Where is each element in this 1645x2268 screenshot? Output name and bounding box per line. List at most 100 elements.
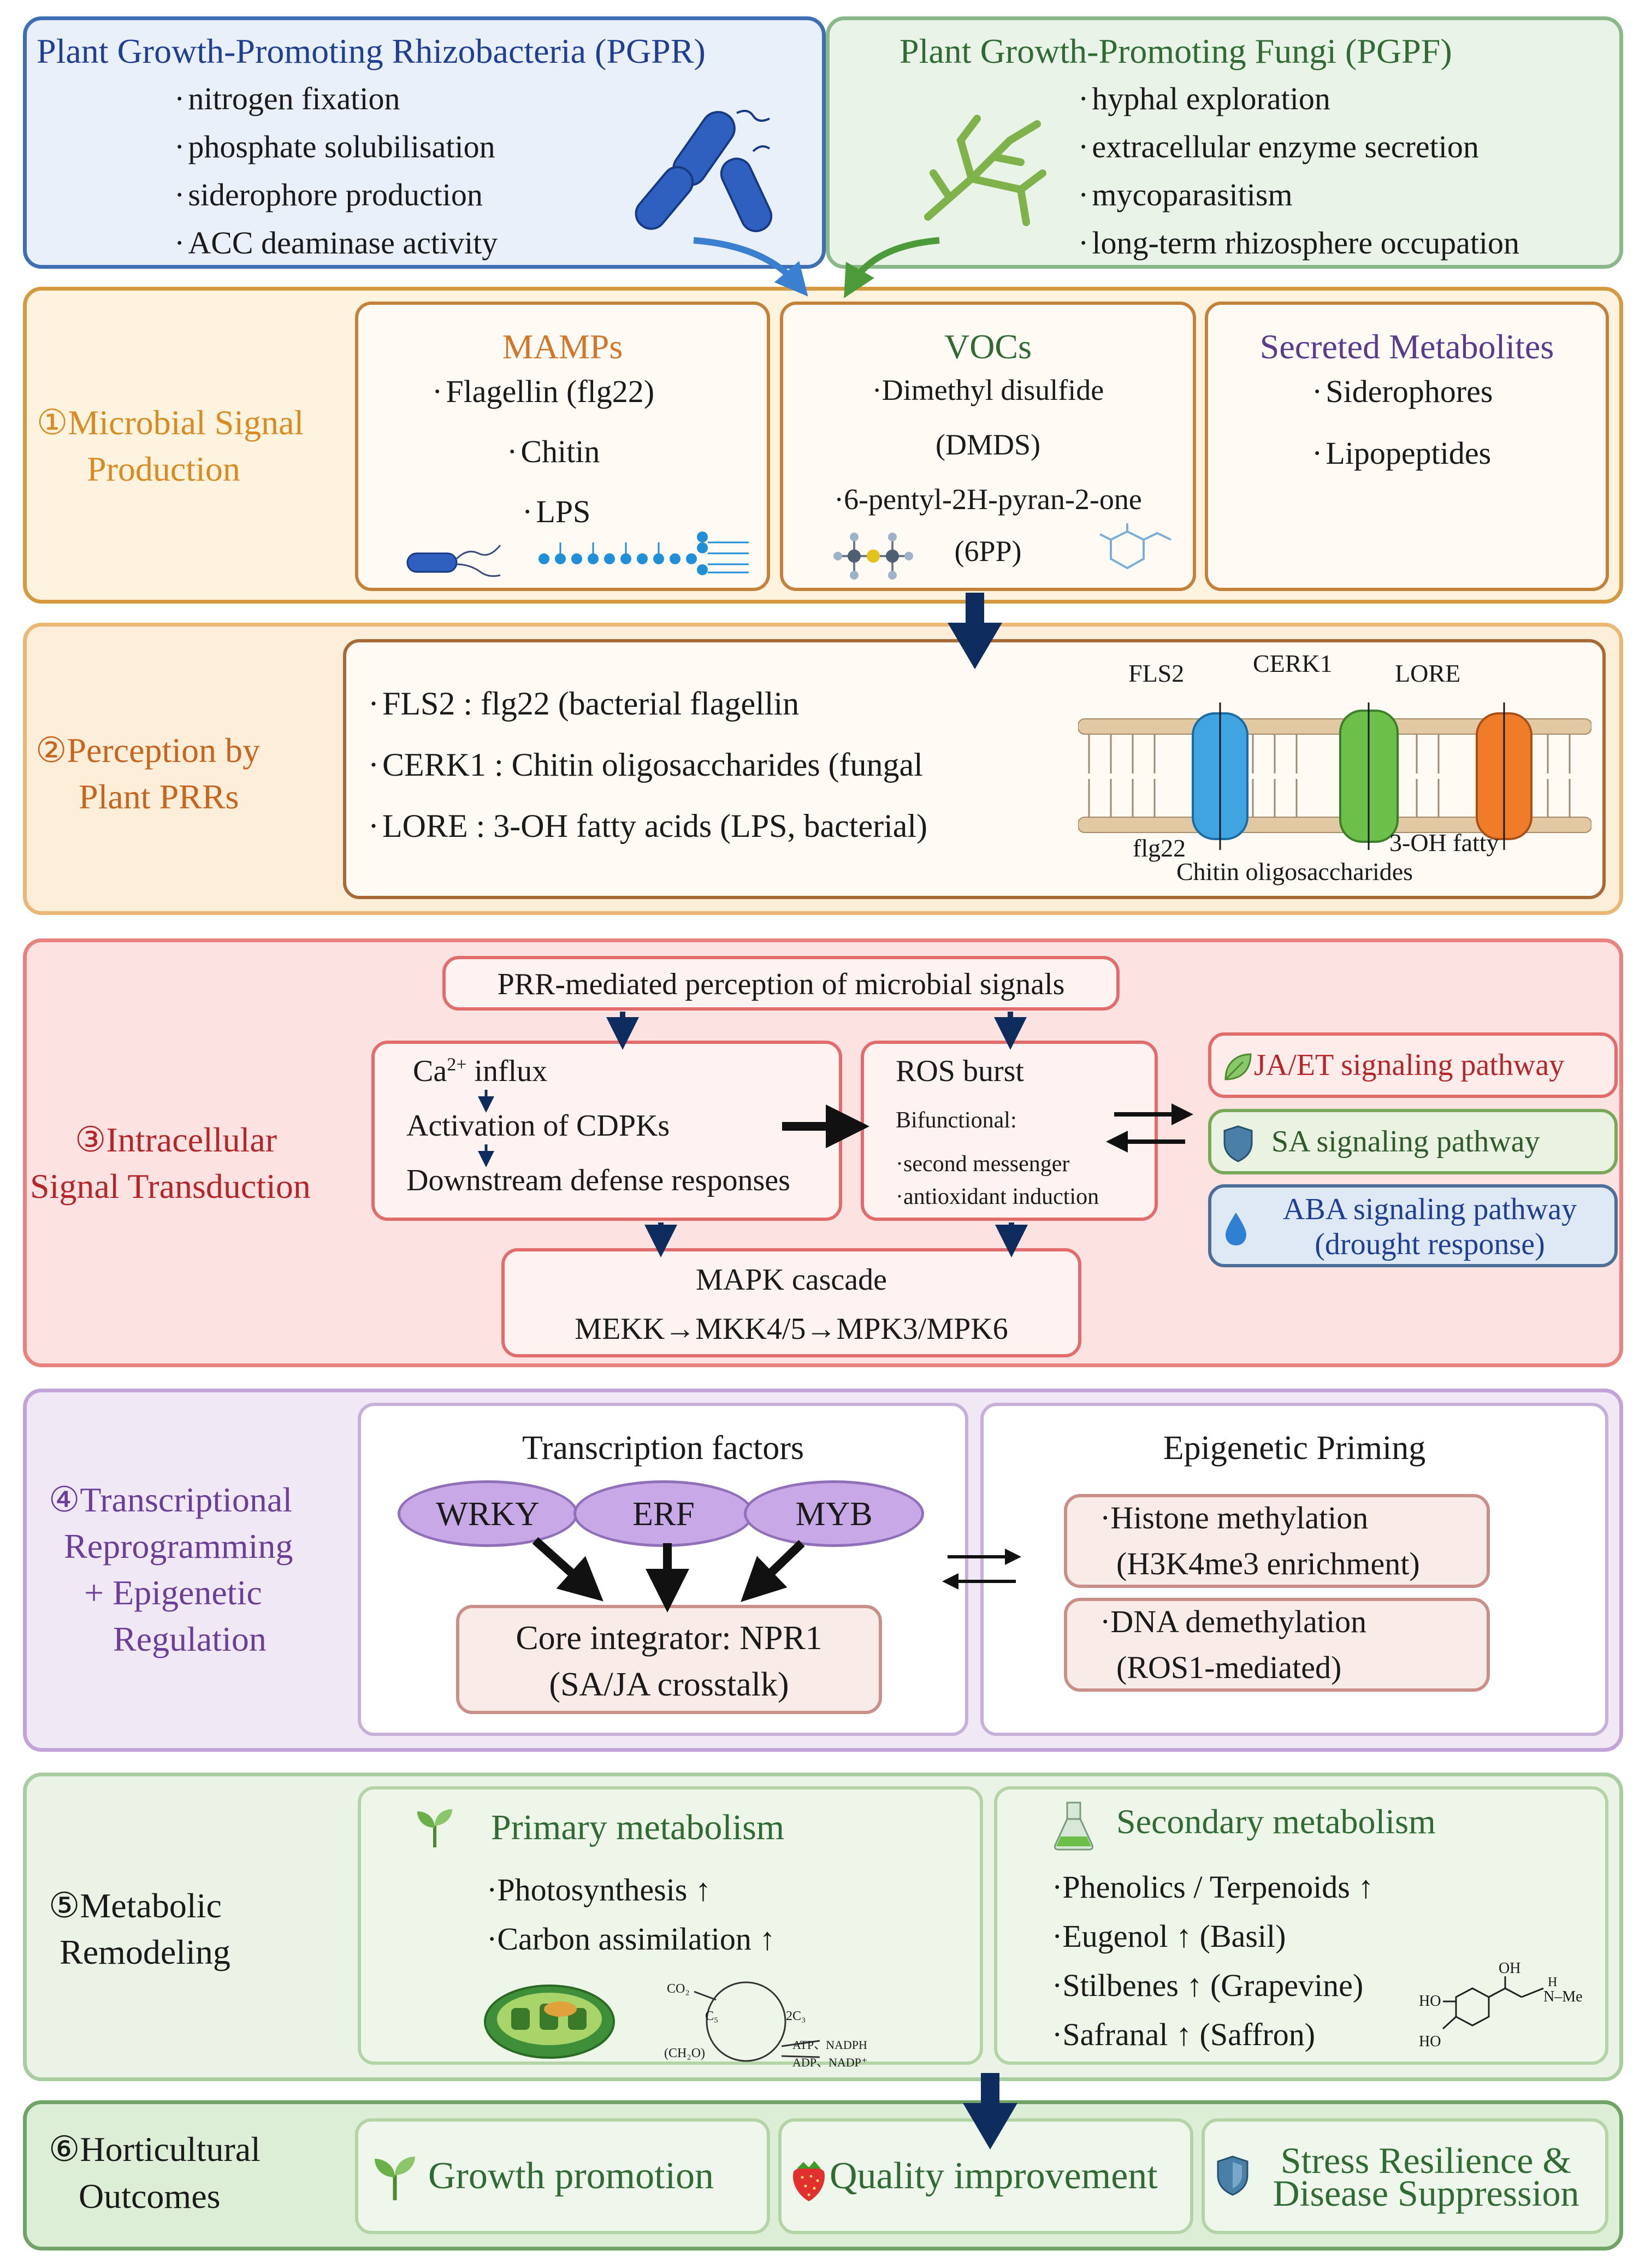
ohfatty-label: 3-OH fatty (1389, 829, 1499, 857)
sa-pathway-box: SA signaling pathway (1208, 1109, 1618, 1174)
shield-icon (1217, 2155, 1248, 2196)
strawberry-icon (793, 2161, 825, 2201)
primary-metabolism-title: Primary metabolism (491, 1808, 785, 1847)
calcium-box: Ca2+ influx Activation of CDPKs Downstre… (371, 1041, 842, 1221)
prr-perception-label: PRR-mediated perception of microbial sig… (497, 967, 1065, 1001)
pgpf-item: long-term rhizosphere occupation (1078, 225, 1519, 261)
cdpk-label: Activation of CDPKs (406, 1109, 670, 1143)
mamps-item: Chitin (507, 433, 600, 470)
pgpr-item: nitrogen fixation (174, 80, 400, 117)
calvin-adp: ADP、NADP⁺ (792, 2056, 868, 2069)
aba-pathway-label: ABA signaling pathway (1282, 1192, 1577, 1226)
prr-box: FLS2 : flg22 (bacterial flagellin CERK1 … (343, 639, 1606, 899)
secondary-metabolism-item: ·Stilbenes ↑ (Grapevine) (1052, 1968, 1364, 2003)
calcium-symbol: Ca (413, 1054, 447, 1088)
ros-burst-label: ROS burst (896, 1054, 1024, 1088)
section4-title-2: Reprogramming (64, 1527, 293, 1566)
mamps-item: LPS (522, 493, 590, 530)
wrky-factor: WRKY (398, 1480, 578, 1547)
secondary-metabolism-item: ·Safranal ↑ (Saffron) (1052, 2017, 1316, 2052)
primary-metabolism-box: Primary metabolism ·Photosynthesis ↑ ·Ca… (358, 1786, 983, 2069)
vocs-line: (6PP) (954, 535, 1022, 568)
section2-title-2: Plant PRRs (79, 777, 239, 816)
calcium-charge: 2+ (447, 1054, 467, 1075)
prr-perception-box: PRR-mediated perception of microbial sig… (442, 956, 1120, 1011)
mapk-title: MAPK cascade (696, 1263, 887, 1297)
calvin-c3: 2C₃ (786, 2009, 806, 2023)
section6-title: ⑥Horticultural (49, 2130, 261, 2169)
plant-sprout-icon (417, 1809, 452, 1847)
secreted-metabolites-title: Secreted Metabolites (1259, 327, 1554, 366)
calcium-influx-text: influx (466, 1054, 548, 1088)
mapk-cascade: MEKK→MKK4/5→MPK3/MPK6 (575, 1312, 1008, 1346)
pgpr-panel: Plant Growth-Promoting Rhizobacteria (PG… (23, 16, 826, 269)
aba-pathway-sublabel: (drought response) (1315, 1227, 1545, 1261)
dna-demethylation-label: ·DNA demethylation (1100, 1604, 1367, 1639)
bacteria-icon (635, 110, 773, 232)
section4-title: ④Transcriptional (49, 1480, 293, 1519)
secondary-metabolism-box: Secondary metabolism ·Phenolics / Terpen… (994, 1786, 1608, 2065)
pgpr-item: ACC deaminase activity (174, 225, 498, 261)
myb-label: MYB (795, 1496, 873, 1533)
lore-label: LORE (1395, 659, 1461, 687)
dmds-molecule-icon (833, 533, 913, 580)
vocs-line: ·6-pentyl-2H-pyran-2-one (834, 483, 1142, 516)
lps-structure-icon (539, 531, 749, 575)
ros-antioxidant: ·antioxidant induction (896, 1184, 1099, 1209)
aba-pathway-box: ABA signaling pathway (drought response) (1208, 1184, 1618, 1267)
prr-item: CERK1 : Chitin oligosaccharides (fungal (368, 746, 923, 784)
water-drop-icon (1226, 1213, 1246, 1245)
quality-improvement-label: Quality improvement (830, 2155, 1158, 2197)
histone-methylation-box: ·Histone methylation (H3K4me3 enrichment… (1064, 1494, 1490, 1588)
pgpf-title: Plant Growth-Promoting Fungi (PGPF) (900, 32, 1452, 70)
pgpr-title: Plant Growth-Promoting Rhizobacteria (PG… (37, 32, 706, 70)
disease-suppression-label: Disease Suppression (1273, 2172, 1579, 2214)
dna-demethylation-sublabel: (ROS1-mediated) (1116, 1650, 1342, 1685)
npr1-box: Core integrator: NPR1 (SA/JA crosstalk) (456, 1605, 882, 1714)
mamps-item: Flagellin (flg22) (432, 373, 654, 410)
histone-methylation-label: ·Histone methylation (1100, 1500, 1369, 1535)
mol-oh: OH (1499, 1960, 1521, 1977)
section4-title-4: Regulation (113, 1620, 267, 1658)
myb-factor: MYB (744, 1480, 924, 1547)
section5-title: ⑤Metabolic (49, 1886, 222, 1925)
ros-bifunctional-label: Bifunctional: (896, 1108, 1017, 1133)
calvin-c5: C₅ (705, 2009, 719, 2023)
mol-h: H (1548, 1975, 1558, 1989)
mol-ho-2: HO (1419, 2033, 1441, 2050)
transcription-factors-title: Transcription factors (522, 1430, 804, 1467)
calvin-co2: CO₂ (667, 1982, 690, 1996)
stress-resilience-box: Stress Resilience & Disease Suppression (1202, 2118, 1608, 2234)
calvin-atp: ATP、NADPH (792, 2038, 867, 2052)
mol-ho-1: HO (1419, 1993, 1441, 2010)
secondary-metabolism-title: Secondary metabolism (1116, 1802, 1436, 1841)
calvin-ch2o: (CH₂O) (664, 2046, 706, 2060)
histone-methylation-sublabel: (H3K4me3 enrichment) (1116, 1546, 1420, 1581)
sa-pathway-label: SA signaling pathway (1271, 1125, 1540, 1159)
jaet-pathway-box: JA/ET signaling pathway (1208, 1032, 1618, 1098)
section3-title: ③Intracellular (75, 1120, 277, 1159)
vocs-box: VOCs ·Dimethyl disulfide (DMDS) ·6-penty… (780, 302, 1196, 591)
fls2-label: FLS2 (1128, 659, 1185, 687)
pgpf-item: mycoparasitism (1078, 176, 1292, 213)
pgpf-item: extracellular enzyme secretion (1078, 128, 1479, 165)
shield-icon (1223, 1125, 1253, 1162)
chitin-label: Chitin oligosaccharides (1176, 858, 1413, 885)
leaf-icon (1224, 1053, 1252, 1080)
flagellated-bacterium-icon (406, 545, 501, 577)
primary-metabolism-item: ·Photosynthesis ↑ (487, 1872, 711, 1907)
membrane-receptor-diagram (1078, 702, 1591, 850)
pgpf-item: hyphal exploration (1078, 80, 1330, 117)
vocs-title: VOCs (944, 327, 1032, 366)
mapk-box: MAPK cascade MEKK→MKK4/5→MPK3/MPK6 (501, 1248, 1081, 1357)
mol-nme: N–Me (1543, 1988, 1583, 2005)
pgpr-item: siderophore production (174, 176, 483, 213)
section1-title: ①Microbial Signal (37, 403, 304, 442)
section6-title-2: Outcomes (79, 2177, 221, 2216)
hyphae-icon (924, 115, 1046, 226)
downstream-label: Downstream defense responses (406, 1163, 790, 1197)
primary-metabolism-item: ·Carbon assimilation ↑ (487, 1921, 776, 1957)
erf-factor: ERF (573, 1480, 754, 1547)
vocs-line: ·Dimethyl disulfide (872, 374, 1104, 406)
section1-title-2: Production (87, 450, 240, 488)
